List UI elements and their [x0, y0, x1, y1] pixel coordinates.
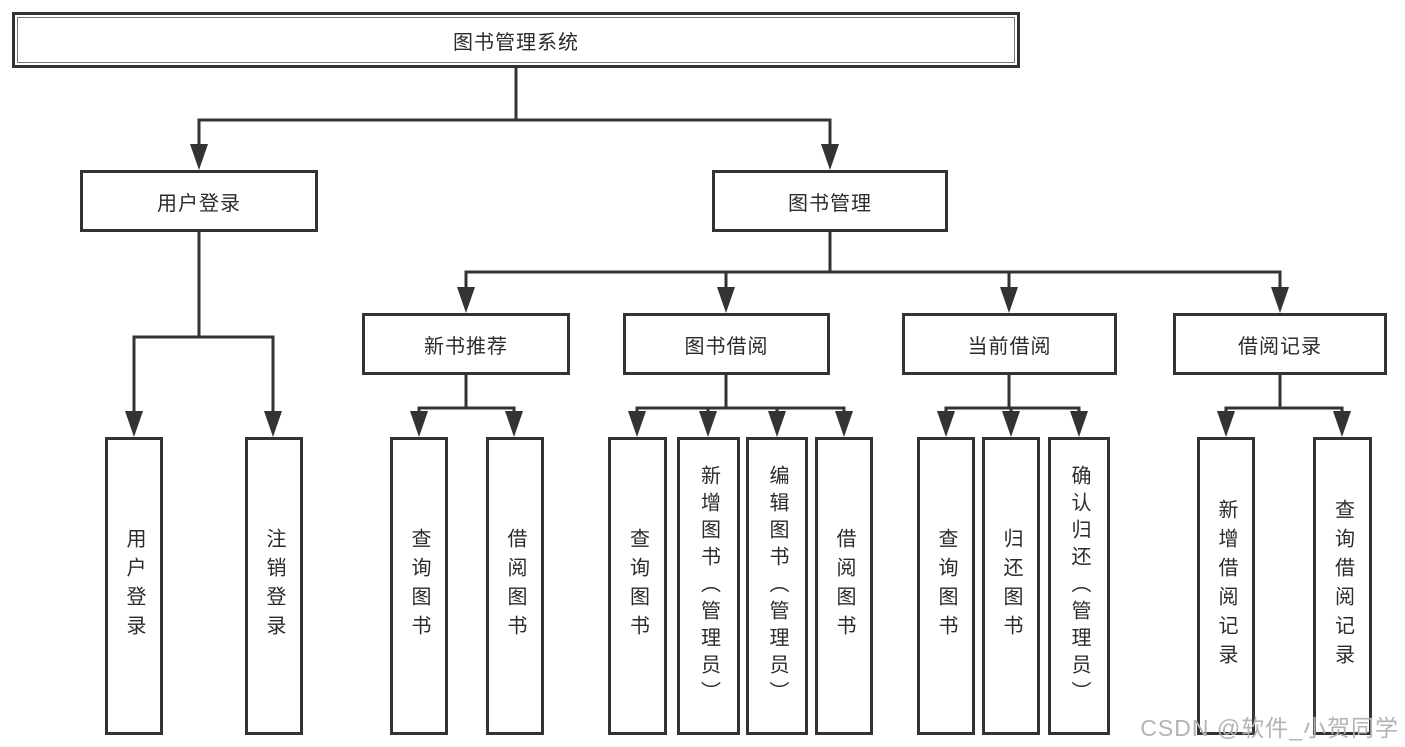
node-new-book-recommendation: 新书推荐 [362, 313, 570, 375]
node-borrow-books: 借阅图书 [815, 437, 873, 735]
node-query-books-rec: 查询图书 [390, 437, 448, 735]
node-edit-book-admin: 编辑图书（管理员） [746, 437, 808, 735]
node-user-login-leaf: 用户登录 [105, 437, 163, 735]
node-query-books-borrow: 查询图书 [608, 437, 667, 735]
node-library-management-system: 图书管理系统 [12, 12, 1020, 68]
csdn-watermark: CSDN @软件_小贺同学 [1140, 715, 1399, 741]
node-logout: 注销登录 [245, 437, 303, 735]
node-return-books: 归还图书 [982, 437, 1040, 735]
node-borrow-books-rec: 借阅图书 [486, 437, 544, 735]
node-add-borrow-record: 新增借阅记录 [1197, 437, 1255, 735]
node-user-login: 用户登录 [80, 170, 318, 232]
node-borrowing-records: 借阅记录 [1173, 313, 1387, 375]
node-book-borrowing: 图书借阅 [623, 313, 830, 375]
node-current-borrowing: 当前借阅 [902, 313, 1117, 375]
node-add-book-admin: 新增图书（管理员） [677, 437, 740, 735]
node-query-books-current: 查询图书 [917, 437, 975, 735]
node-confirm-return-admin: 确认归还（管理员） [1048, 437, 1110, 735]
node-book-management: 图书管理 [712, 170, 948, 232]
node-query-borrow-record: 查询借阅记录 [1313, 437, 1372, 735]
